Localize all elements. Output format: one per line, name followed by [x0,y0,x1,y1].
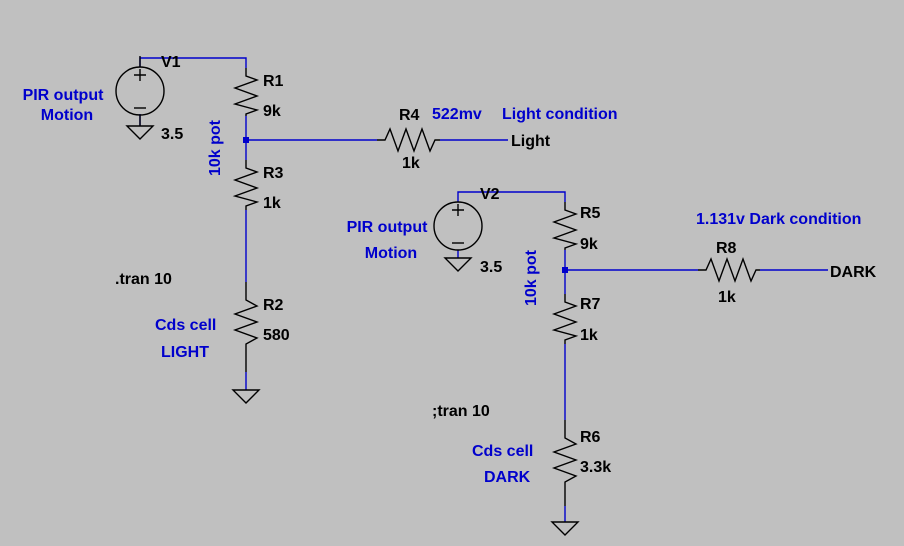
cds-cell-label: DARK [484,469,531,486]
source-name-label: V1 [161,54,181,71]
condition-label: Light condition [502,106,618,123]
resistor-value-label: 9k [580,236,598,253]
wire [139,57,247,68]
cds-cell-label: Cds cell [472,443,533,460]
source-description-label: PIR output [347,219,429,236]
resistor-name-label: R8 [716,240,737,257]
ground-symbol [550,521,580,536]
ground-symbol [231,389,261,404]
cds-cell-label: LIGHT [161,344,209,361]
resistor-name-label: R7 [580,296,601,313]
source-description-label: Motion [41,107,93,124]
resistor-r6[interactable] [551,420,579,506]
resistor-value-label: 1k [580,327,598,344]
source-description-label: PIR output [23,87,105,104]
resistor-r5[interactable] [551,202,579,250]
spice-directive: ;tran 10 [432,403,490,420]
pot-label: 10k pot [207,119,224,176]
resistor-value-label: 9k [263,103,281,120]
wire [457,191,566,202]
resistor-r7[interactable] [551,294,579,344]
circuit-1: V1 3.5 PIR output Motion R1 9k R3 1k R2 … [23,54,618,404]
resistor-value-label: 1k [402,155,420,172]
junction-dot [562,267,568,273]
pot-label: 10k pot [523,249,540,306]
resistor-name-label: R3 [263,165,284,182]
resistor-value-label: 1k [263,195,281,212]
resistor-r3[interactable] [232,160,260,210]
source-description-label: Motion [365,245,417,262]
measurement-label: 522mv [432,106,482,123]
voltage-source-v1[interactable] [115,56,165,126]
condition-label: 1.131v Dark condition [696,211,861,228]
resistor-name-label: R5 [580,205,601,222]
resistor-name-label: R1 [263,73,284,90]
resistor-value-label: 3.3k [580,459,611,476]
source-value-label: 3.5 [480,259,502,276]
resistor-name-label: R4 [399,107,420,124]
ground-symbol [443,257,473,272]
voltage-source-v2[interactable] [433,201,483,251]
resistor-name-label: R2 [263,297,284,314]
resistor-value-label: 1k [718,289,736,306]
spice-directive: .tran 10 [115,271,172,288]
net-label-output: Light [511,133,551,150]
resistor-r1[interactable] [232,68,260,116]
resistor-r4[interactable] [377,126,440,154]
cds-cell-label: Cds cell [155,317,216,334]
resistor-r8[interactable] [698,256,760,284]
source-name-label: V2 [480,186,500,203]
source-value-label: 3.5 [161,126,183,143]
circuit-2: V2 3.5 PIR output Motion R5 9k R7 1k R6 … [347,186,877,536]
resistor-r2[interactable] [232,282,260,372]
resistor-value-label: 580 [263,327,290,344]
junction-dot [243,137,249,143]
resistor-name-label: R6 [580,429,601,446]
ground-symbol [125,125,155,140]
net-label-output: DARK [830,264,877,281]
